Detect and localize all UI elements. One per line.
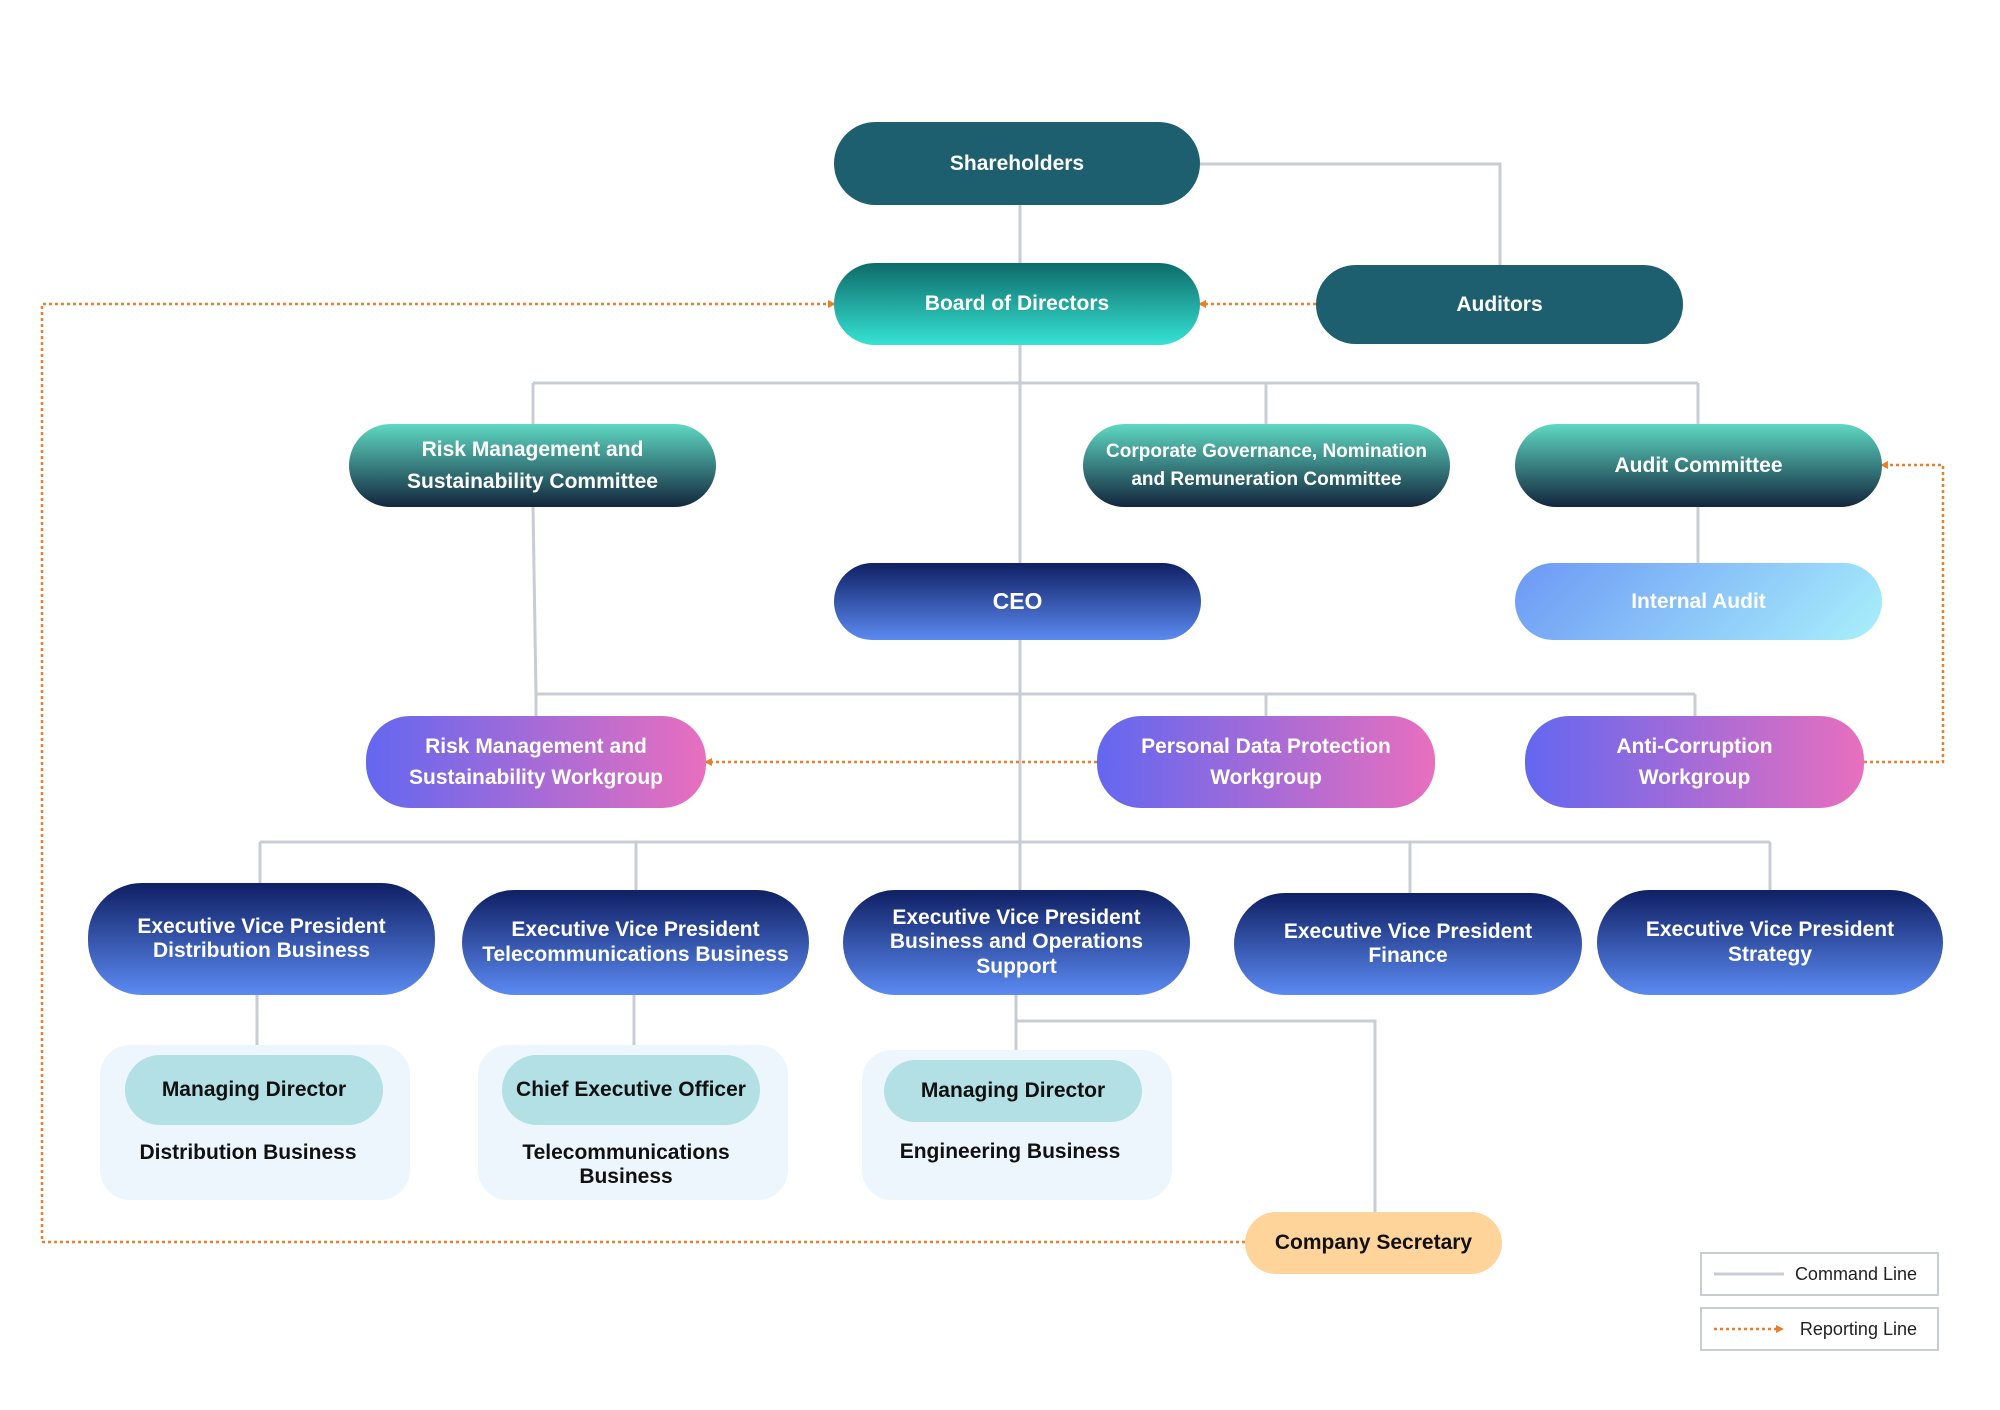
managing-director-badge-engineering: Managing Director (884, 1060, 1142, 1122)
reporting-line-swatch (1714, 1325, 1784, 1333)
command-lines (255, 162, 1772, 1212)
legend-command-label: Command Line (1794, 1263, 1917, 1284)
risk-management-workgroup-node: Risk Management and Sustainability Workg… (366, 716, 706, 808)
command-line-swatch (1714, 1272, 1784, 1276)
telecommunications-business-label: Telecommunications Business (522, 1141, 730, 1189)
board-of-directors-node: Board of Directors (834, 263, 1200, 345)
evp-operations-support-node: Executive Vice President Business and Op… (843, 890, 1190, 995)
evp-telecommunications-node: Executive Vice President Telecommunicati… (462, 890, 809, 995)
evp-distribution-node: Executive Vice President Distribution Bu… (88, 883, 435, 995)
subsidiary-card-distribution: Managing Director Distribution Business (100, 1045, 410, 1200)
managing-director-badge: Managing Director (125, 1055, 383, 1125)
shareholders-node: Shareholders (834, 122, 1200, 205)
evp-strategy-node: Executive Vice President Strategy (1597, 890, 1943, 995)
reporting-lines (40, 300, 1945, 1244)
chief-executive-officer-badge: Chief Executive Officer (502, 1055, 760, 1125)
company-secretary-node: Company Secretary (1245, 1212, 1502, 1274)
risk-management-committee-node: Risk Management and Sustainability Commi… (349, 424, 716, 507)
engineering-business-label: Engineering Business (899, 1140, 1121, 1163)
ceo-node: CEO (834, 563, 1201, 640)
personal-data-protection-workgroup-node: Personal Data Protection Workgroup (1097, 716, 1435, 808)
legend-reporting-line: Reporting Line (1700, 1307, 1939, 1351)
audit-committee-node: Audit Committee (1515, 424, 1882, 507)
internal-audit-node: Internal Audit (1515, 563, 1882, 640)
legend-command-line: Command Line (1700, 1252, 1939, 1296)
distribution-business-label: Distribution Business (139, 1141, 357, 1164)
subsidiary-card-telecommunications: Chief Executive Officer Telecommunicatio… (478, 1045, 788, 1200)
subsidiary-card-engineering: Managing Director Engineering Business (862, 1050, 1172, 1200)
corporate-governance-committee-node: Corporate Governance, Nomination and Rem… (1083, 424, 1450, 507)
anti-corruption-workgroup-node: Anti-Corruption Workgroup (1525, 716, 1864, 808)
evp-finance-node: Executive Vice President Finance (1234, 893, 1582, 995)
auditors-node: Auditors (1316, 265, 1683, 344)
legend-reporting-label: Reporting Line (1799, 1318, 1917, 1339)
